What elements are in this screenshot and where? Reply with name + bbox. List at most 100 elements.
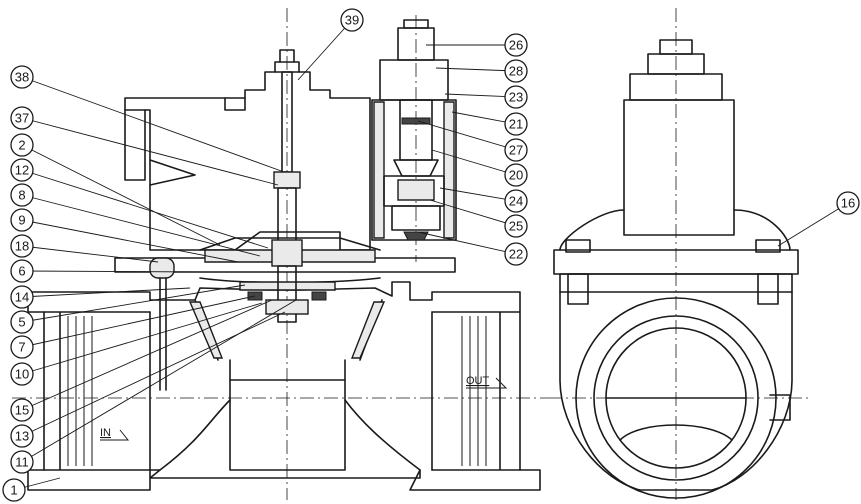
- stem-cap: [274, 61, 300, 73]
- callout-number: 6: [18, 264, 25, 279]
- callout-bubble: [504, 59, 528, 83]
- callout-21: 21: [504, 112, 528, 136]
- leader-line-18: [21, 245, 159, 263]
- callout-23: 23: [504, 85, 528, 109]
- leader-line-20: [431, 149, 517, 176]
- end-bolt-right-shank: [757, 273, 779, 305]
- callout-2: 2: [10, 133, 34, 157]
- callout-number: 37: [15, 111, 29, 126]
- inlet-port: [43, 311, 151, 471]
- end-port-middle: [593, 315, 759, 481]
- callout-13: 13: [10, 424, 34, 448]
- callout-number: 39: [345, 13, 359, 28]
- callout-number: 15: [15, 403, 29, 418]
- end-bolt-left-shank: [567, 273, 589, 305]
- needle-knob: [149, 257, 175, 279]
- callout-number: 1: [10, 483, 17, 498]
- callout-number: 9: [18, 213, 25, 228]
- leader-line-15: [21, 299, 273, 411]
- callout-number: 38: [15, 70, 29, 85]
- callout-number: 10: [15, 367, 29, 382]
- pilot-seal: [401, 117, 431, 125]
- callout-bubble: [504, 189, 528, 213]
- flow-in-arrow: [100, 429, 130, 441]
- callout-number: 14: [15, 290, 29, 305]
- stem-nut-upper: [271, 239, 303, 267]
- callout-number: 25: [509, 219, 523, 234]
- callout-27: 27: [504, 138, 528, 162]
- callout-6: 6: [10, 259, 34, 283]
- callout-10: 10: [10, 362, 34, 386]
- leader-line-8: [21, 194, 261, 257]
- flow-out-marker: OUT: [466, 375, 508, 389]
- callout-18: 18: [10, 234, 34, 258]
- callout-bubble: [10, 424, 34, 448]
- leader-line-28: [435, 67, 517, 72]
- leader-line-12: [21, 169, 269, 249]
- callout-1: 1: [2, 478, 26, 502]
- end-side-boss: [769, 394, 791, 421]
- callout-bubble: [504, 85, 528, 109]
- seat-ribs-section: [188, 301, 386, 359]
- valve-disc: [239, 281, 336, 291]
- end-view: [553, 39, 799, 499]
- end-port-outer: [575, 297, 777, 499]
- callout-number: 2: [18, 138, 25, 153]
- callout-bubble: [10, 65, 34, 89]
- callout-number: 18: [15, 239, 29, 254]
- leader-line-11: [21, 299, 297, 463]
- callout-bubble: [504, 163, 528, 187]
- callout-number: 5: [18, 315, 25, 330]
- callout-bubble: [10, 285, 34, 309]
- callout-bubble: [10, 183, 34, 207]
- callout-number: 13: [15, 429, 29, 444]
- callout-20: 20: [504, 163, 528, 187]
- callout-number: 28: [509, 64, 523, 79]
- callout-leaders: [13, 19, 849, 491]
- leader-line-2: [21, 144, 221, 246]
- callout-bubble: [504, 112, 528, 136]
- chamber-partition: [229, 359, 346, 381]
- end-cover-shoulder: [559, 209, 791, 251]
- stem-nut-lower: [265, 299, 309, 315]
- callout-28: 28: [504, 59, 528, 83]
- callout-bubbles: 3837212891861457101513111392628232127202…: [2, 8, 860, 502]
- callout-bubble: [836, 191, 860, 215]
- callout-38: 38: [10, 65, 34, 89]
- callout-number: 16: [841, 196, 855, 211]
- flow-out-label: OUT: [466, 375, 490, 387]
- callout-bubble: [10, 106, 34, 130]
- leader-line-24: [439, 187, 517, 202]
- flow-in-marker: IN: [100, 427, 130, 441]
- callout-number: 11: [15, 455, 29, 470]
- bonnet: [124, 71, 371, 251]
- end-pilot-housing: [623, 99, 735, 236]
- callout-bubble: [340, 8, 364, 32]
- flow-in-label: IN: [100, 427, 111, 439]
- callout-bubble: [10, 133, 34, 157]
- callout-bubble: [10, 450, 34, 474]
- callout-16: 16: [836, 191, 860, 215]
- outlet-port: [431, 311, 521, 471]
- callout-number: 27: [509, 143, 523, 158]
- leader-line-38: [21, 76, 285, 173]
- callout-bubble: [504, 33, 528, 57]
- leader-line-37: [21, 117, 279, 186]
- callout-bubble: [10, 234, 34, 258]
- callout-25: 25: [504, 214, 528, 238]
- leader-line-9: [21, 219, 239, 263]
- section-view: [27, 19, 541, 491]
- leader-line-5: [21, 284, 246, 323]
- callout-7: 7: [10, 335, 34, 359]
- callout-8: 8: [10, 183, 34, 207]
- callout-number: 24: [509, 194, 523, 209]
- stem-lower: [277, 265, 297, 323]
- callout-bubble: [10, 208, 34, 232]
- callout-number: 23: [509, 90, 523, 105]
- callout-number: 7: [18, 340, 25, 355]
- end-port-seat: [605, 397, 747, 441]
- callout-11: 11: [10, 450, 34, 474]
- callout-bubble: [10, 158, 34, 182]
